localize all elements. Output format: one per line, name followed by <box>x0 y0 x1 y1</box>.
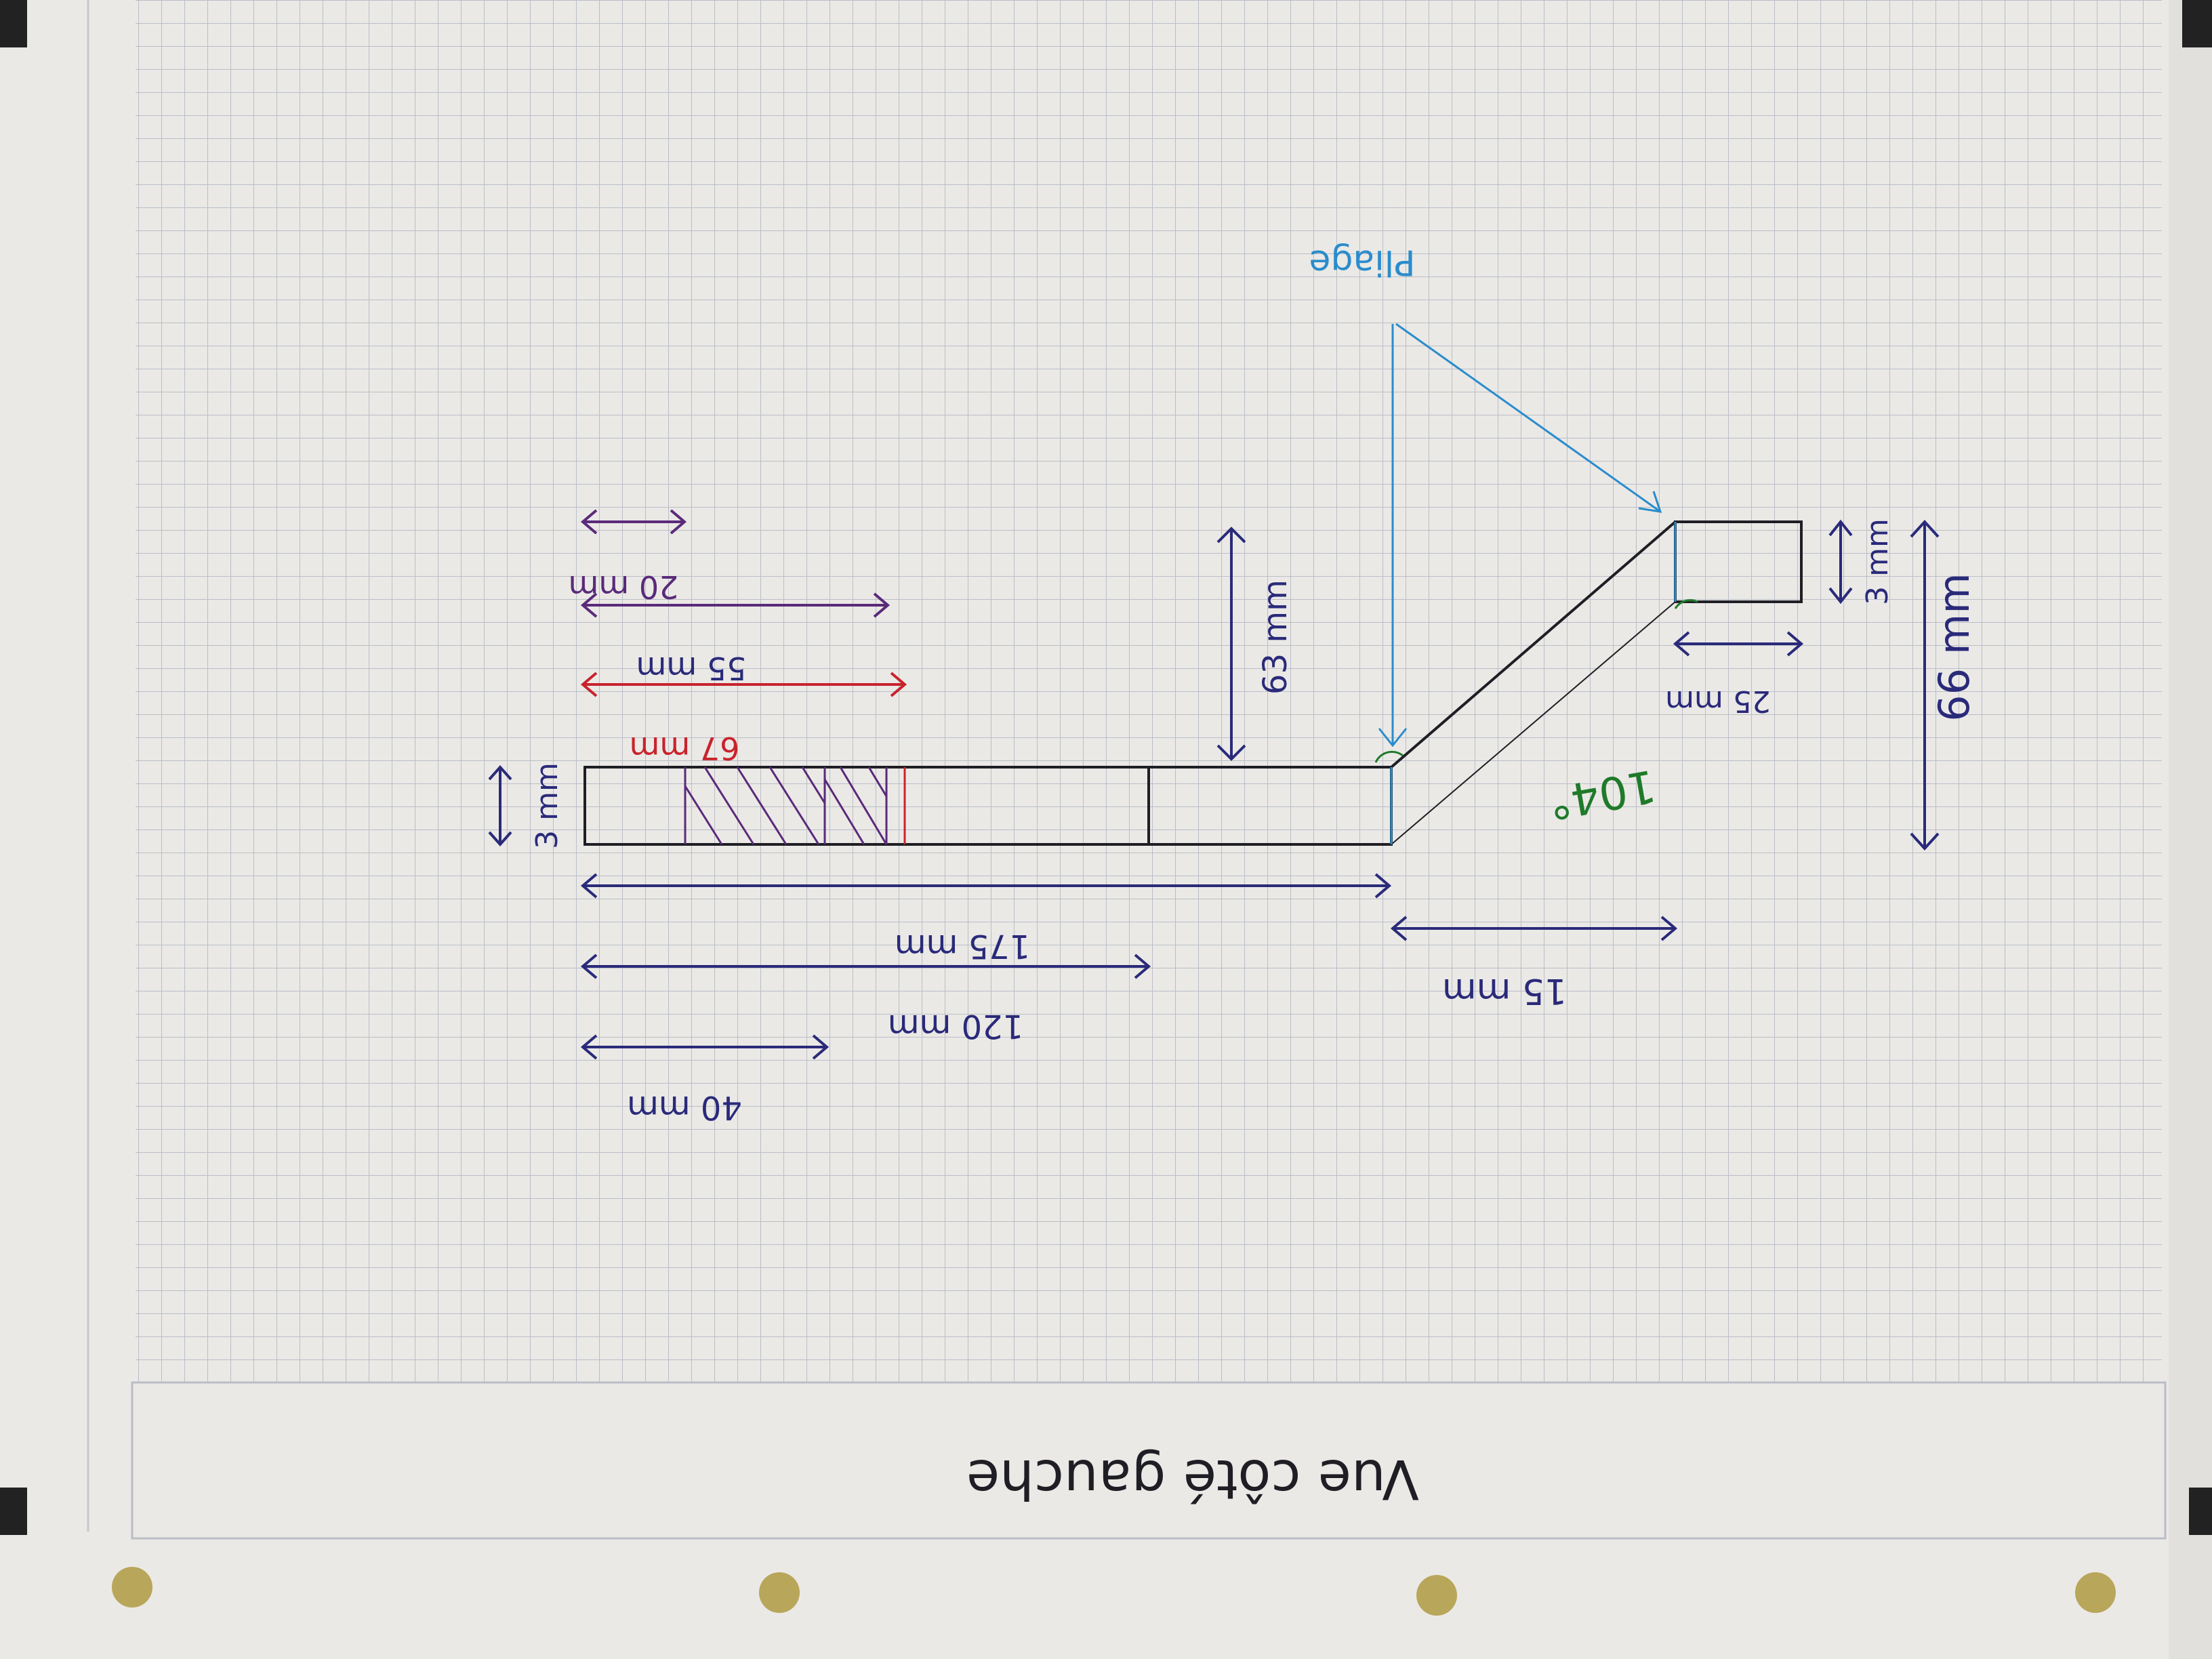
label-40mm: 40 mm <box>627 1088 742 1126</box>
punch-hole-4 <box>2075 1572 2116 1613</box>
pliage-indicator <box>1378 323 1677 844</box>
label-63mm: 63 mm <box>1256 579 1294 695</box>
label-55mm: 55 mm <box>636 650 747 687</box>
hatched-zone <box>684 766 888 845</box>
label-3mm-left: 3 mm <box>530 762 565 849</box>
label-20mm: 20 mm <box>569 569 679 605</box>
dimension-67mm <box>580 672 907 697</box>
label-67mm: 67 mm <box>630 730 740 766</box>
label-3mm-right: 3 mm <box>1860 518 1895 605</box>
title-text: Vue côté gauche <box>966 1448 1419 1511</box>
punch-hole-1 <box>112 1567 152 1607</box>
angle-arcs <box>1374 599 1698 763</box>
grid-area <box>136 0 2162 1382</box>
corner-marker-br <box>2189 1488 2212 1535</box>
dimension-lines <box>488 519 1940 1060</box>
dimension-purple <box>580 509 890 618</box>
title-box <box>131 1381 2167 1540</box>
label-66mm: 66 mm <box>1929 573 1979 721</box>
punch-hole-2 <box>759 1572 800 1613</box>
punch-hole-3 <box>1416 1575 1457 1616</box>
corner-marker-tr <box>2182 0 2212 47</box>
label-120mm: 120 mm <box>888 1007 1023 1045</box>
label-pliage: Pliage <box>1309 242 1415 283</box>
corner-marker-bl <box>0 1488 27 1535</box>
label-15mm: 15 mm <box>1442 970 1567 1011</box>
label-175mm: 175 mm <box>895 927 1030 965</box>
slant-top <box>1390 520 1677 769</box>
label-25mm: 25 mm <box>1665 684 1771 718</box>
corner-marker-tl <box>0 0 27 47</box>
slant-bottom <box>1391 601 1676 845</box>
